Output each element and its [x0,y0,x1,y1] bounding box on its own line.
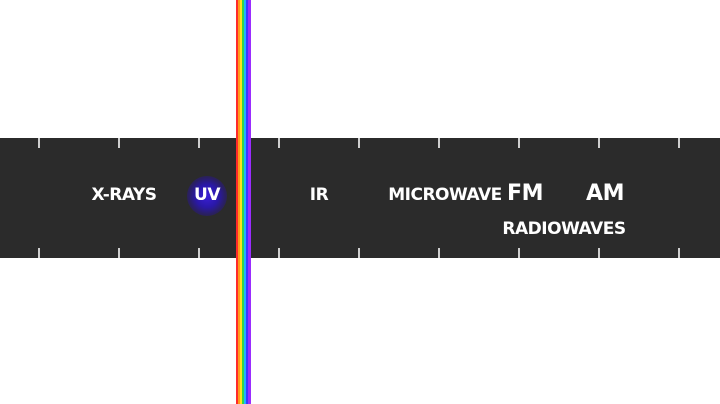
label-fm: FM [507,181,543,206]
tick-mark [598,248,600,258]
tick-mark [38,248,40,258]
tick-mark [358,248,360,258]
tick-mark [278,138,280,148]
tick-mark [118,248,120,258]
tick-mark [518,248,520,258]
tick-mark [678,248,680,258]
label-microwave: MICROWAVE [388,185,502,205]
tick-mark [678,138,680,148]
spectrum-band: X-RAYS UV IR MICROWAVE FM AM RADIOWAVES [0,138,720,258]
label-xrays: X-RAYS [91,185,157,205]
label-radiowaves: RADIOWAVES [502,219,626,239]
tick-mark [118,138,120,148]
tick-mark [198,248,200,258]
label-am: AM [586,181,624,206]
uv-glow [187,176,227,216]
tick-mark [358,138,360,148]
tick-mark [38,138,40,148]
visible-light-stripe [236,0,251,404]
tick-mark [598,138,600,148]
label-uv: UV [194,185,220,205]
tick-mark [438,248,440,258]
tick-mark [518,138,520,148]
tick-mark [198,138,200,148]
tick-mark [438,138,440,148]
label-ir: IR [309,185,329,205]
tick-mark [278,248,280,258]
